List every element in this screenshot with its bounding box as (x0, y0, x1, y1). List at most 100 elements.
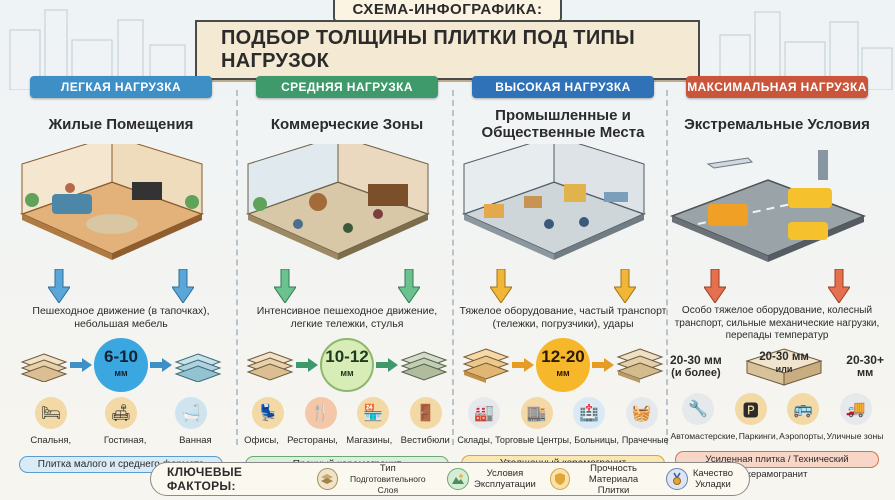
category-label: Автомастерские, (670, 431, 738, 441)
tile-stack-icon (400, 351, 448, 381)
category-label: Паркинги, (738, 431, 779, 441)
down-arrow-icon (828, 269, 850, 303)
zone-title: Жилые Помещения (48, 115, 194, 133)
warehouse-illustration (461, 135, 647, 260)
office-chair-icon: 💺 (252, 397, 285, 429)
category-label: Ванная (179, 435, 212, 446)
category-label: Аэропорты, (779, 431, 826, 441)
parking-icon: 🅿 (734, 393, 767, 425)
truck-icon: 🚚 (839, 393, 872, 425)
column-medium-load: СРЕДНЯЯ НАГРУЗКА Коммерческие Зоны Интен… (238, 76, 456, 473)
zone-title: Экстремальные Условия (684, 115, 870, 133)
load-tab: ЛЕГКАЯ НАГРУЗКА (30, 76, 212, 98)
thickness-value-right: 20-30+ мм (846, 353, 884, 380)
tile-stack-icon (174, 353, 222, 382)
column-high-load: ВЫСОКАЯ НАГРУЗКА Промышленные и Обществе… (454, 76, 672, 472)
bathtub-icon: 🛁 (175, 397, 207, 429)
thickness-value-mid: 20-30 мм или (745, 345, 823, 389)
load-tab: МАКСИМАЛЬНАЯ НАГРУЗКА (686, 76, 868, 98)
load-tab: СРЕДНЯЯ НАГРУЗКА (256, 76, 438, 98)
tile-stack-icon (616, 348, 664, 383)
load-description: Интенсивное пешеходное движение, легкие … (256, 305, 438, 330)
right-arrow-icon (592, 358, 614, 372)
zone-title: Промышленные и Общественные Места (481, 107, 645, 141)
load-tab: ВЫСОКАЯ НАГРУЗКА (472, 76, 654, 98)
column-separator (666, 90, 668, 445)
tile-stack-icon (462, 348, 510, 383)
down-arrow-icon (704, 269, 726, 303)
load-description: Особо тяжелое оборудование, колесный тра… (674, 305, 880, 341)
wrench-icon: 🔧 (682, 393, 715, 425)
down-arrow-icon (398, 269, 420, 303)
category-label: Рестораны, (287, 435, 338, 446)
column-max-load: МАКСИМАЛЬНАЯ НАГРУЗКА Экстремальные Усло… (668, 76, 886, 480)
category-label: Прачечные (621, 435, 669, 445)
arrows (668, 269, 886, 305)
arrows (454, 269, 672, 305)
title-banner: СХЕМА-ИНФОГРАФИКА: ПОДБОР ТОЛЩИНЫ ПЛИТКИ… (195, 0, 700, 80)
column-separator (236, 90, 238, 445)
cafe-office-illustration (245, 135, 431, 260)
shop-icon: 🏪 (357, 397, 390, 429)
shield-icon (549, 468, 571, 490)
category-label: Магазины, (346, 435, 393, 446)
washing-machine-icon: 🧺 (625, 397, 658, 429)
landscape-icon (447, 468, 470, 490)
door-icon: 🚪 (409, 397, 442, 429)
down-arrow-icon (274, 269, 296, 303)
category-icons: 🏭 🏬 🏥 🧺 (454, 397, 672, 429)
category-labels: Офисы, Рестораны, Магазины, Вестибюли (238, 435, 456, 446)
load-description: Пешеходное движение (в тапочках), неболь… (32, 305, 210, 330)
category-icons: 💺 🍴 🏪 🚪 (238, 397, 456, 429)
key-factors-label: КЛЮЧЕВЫЕ ФАКТОРЫ: (167, 465, 243, 493)
category-label: Офисы, (244, 435, 279, 446)
category-icons: 🛏 🛋 🛁 (12, 397, 230, 429)
tile-stack-icon (20, 353, 68, 382)
category-label: Вестибюли (400, 435, 450, 446)
right-arrow-icon (70, 358, 92, 372)
down-arrow-icon (48, 269, 70, 303)
bed-icon: 🛏 (35, 397, 67, 429)
right-arrow-icon (150, 358, 172, 372)
title-line-2: ПОДБОР ТОЛЩИНЫ ПЛИТКИ ПОД ТИПЫ НАГРУЗОК (195, 19, 700, 80)
category-labels: Автомастерские, Паркинги, Аэропорты, Ули… (668, 431, 886, 441)
skyline-background (9, 9, 893, 90)
category-icons: 🔧 🅿 🚌 🚚 (668, 393, 886, 425)
tile-stack-icon (246, 351, 294, 381)
thick-tile-stack-icon (745, 348, 823, 386)
medal-icon (665, 468, 688, 490)
category-label: Больницы, (574, 435, 620, 445)
load-description: Тяжелое оборудование, частый транспорт (… (459, 305, 667, 330)
right-arrow-icon (296, 358, 318, 372)
thickness-value-left: 20-30 мм (и более) (670, 353, 722, 380)
category-label: Торговые Центры, (495, 435, 572, 445)
hospital-icon: 🏥 (573, 397, 606, 429)
category-labels: Спальня, Гостиная, Ванная (12, 435, 230, 446)
category-label: Склады, (457, 435, 493, 445)
living-room-illustration (19, 135, 205, 260)
category-label: Гостиная, (103, 435, 147, 446)
down-arrow-icon (614, 269, 636, 303)
mall-icon: 🏬 (520, 397, 553, 429)
right-arrow-icon (512, 358, 534, 372)
column-light-load: ЛЕГКАЯ НАГРУЗКА Жилые Помещения Пешеходн… (12, 76, 230, 473)
sofa-icon: 🛋 (105, 397, 137, 429)
arrows (238, 269, 456, 305)
arrows (12, 269, 230, 305)
down-arrow-icon (490, 269, 512, 303)
right-arrow-icon (376, 358, 398, 372)
warehouse-icon: 🏭 (468, 397, 501, 429)
bus-icon: 🚌 (787, 393, 820, 425)
thickness-row: 20-30 мм (и более) 20-30 мм или 20-30+ м… (668, 345, 886, 389)
title-line-1: СХЕМА-ИНФОГРАФИКА: (332, 0, 563, 22)
